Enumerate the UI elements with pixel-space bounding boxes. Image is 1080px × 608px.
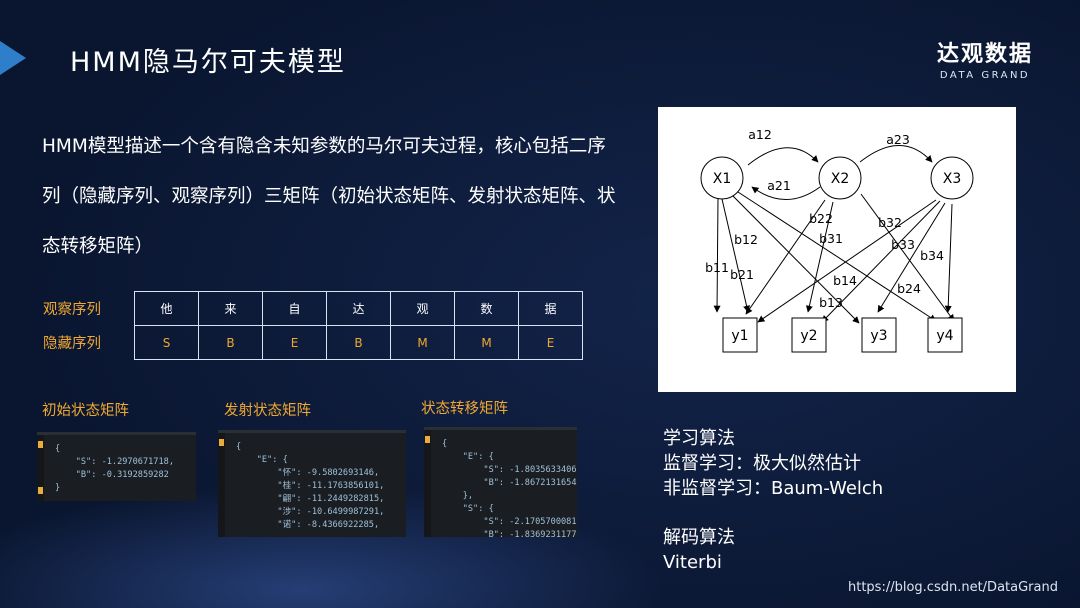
hidden-cell: E: [518, 325, 583, 360]
code-line: {: [442, 439, 448, 449]
code-line: "怀": -9.5802693146,: [236, 468, 380, 478]
observed-cell: 他: [134, 291, 199, 326]
code-line: "B": -0.3192859282: [55, 470, 169, 480]
state-label: X2: [831, 171, 850, 187]
observed-cell: 据: [518, 291, 583, 326]
initial-matrix-label: 初始状态矩阵: [42, 403, 129, 419]
code-line: "桂": -11.1763856101,: [236, 481, 385, 491]
watermark: https://blog.csdn.net/DataGrand: [848, 580, 1058, 595]
observation-node: [861, 317, 897, 353]
algorithm-notes: 学习算法 监督学习：极大似然估计 非监督学习：Baum-Welch 解码算法 V…: [663, 426, 883, 575]
observed-cell: 自: [262, 291, 327, 326]
unsupervised-method: 非监督学习：Baum-Welch: [663, 478, 884, 499]
edge-label: b21: [730, 267, 754, 282]
hidden-cell: B: [326, 325, 391, 360]
edge-label: b31: [819, 231, 843, 246]
fold-marker-icon: [38, 441, 43, 448]
hidden-cell: E: [262, 325, 327, 360]
observation-label: y2: [800, 328, 817, 344]
code-line: {: [55, 444, 61, 454]
observed-row: 观察序列 他 来 自 达 观 数 据: [42, 291, 583, 326]
observation-label: y4: [936, 328, 953, 344]
edge-label: b32: [878, 215, 902, 230]
observed-label: 观察序列: [43, 302, 101, 318]
hidden-state-node: [700, 156, 744, 200]
logo-text: 达观数据: [937, 42, 1034, 67]
edge-label: a21: [767, 178, 791, 193]
learning-heading: 学习算法: [663, 428, 735, 449]
supervised-method: 监督学习：极大似然估计: [663, 453, 861, 474]
observed-cell: 数: [454, 291, 519, 326]
state-label: X3: [943, 171, 962, 187]
observed-cell: 达: [326, 291, 391, 326]
logo: 达观数据 DATA GRAND: [937, 36, 1033, 81]
edge-label: b24: [897, 281, 921, 296]
edge-label: b13: [819, 295, 843, 310]
code-line: "S": -2.1705700081,: [442, 517, 577, 527]
emission-matrix-label: 发射状态矩阵: [224, 403, 311, 419]
code-line: {: [236, 442, 242, 452]
hidden-label: 隐藏序列: [43, 336, 101, 352]
slide-title: HMM隐马尔可夫模型: [70, 47, 346, 78]
model-description: HMM模型描述一个含有隐含未知参数的马尔可夫过程，核心包括二序列（隐藏序列、观察…: [42, 136, 616, 257]
code-line: "S": -1.2970671718,: [55, 457, 174, 467]
code-line: "S": -1.8035633406,: [442, 465, 577, 475]
title-arrow-icon: [0, 41, 26, 75]
code-lines: { "E": { "S": -1.8035633406, "B": -1.867…: [442, 438, 577, 537]
hidden-row: 隐藏序列 S B E B M M E: [42, 325, 583, 360]
edge-label: b14: [833, 273, 857, 288]
edge-label: b22: [809, 211, 833, 226]
edge-label: b11: [705, 260, 729, 275]
edge-label: a23: [886, 132, 910, 147]
decoding-method: Viterbi: [663, 552, 722, 573]
decoding-heading: 解码算法: [663, 527, 735, 548]
hidden-cell: M: [454, 325, 519, 360]
edge-label: a12: [748, 127, 772, 142]
state-label: X1: [713, 171, 732, 187]
fold-marker-icon: [38, 487, 43, 494]
code-lines: { "E": { "怀": -9.5802693146, "桂": -11.17…: [236, 441, 384, 532]
code-lines: { "S": -1.2970671718, "B": -0.3192859282…: [55, 443, 174, 495]
edge-label: b12: [734, 232, 758, 247]
code-line: }: [55, 483, 61, 493]
observation-node: [722, 317, 758, 353]
code-line: "E": {: [236, 455, 288, 465]
hidden-cell: B: [198, 325, 263, 360]
fold-marker-icon: [219, 439, 224, 446]
hidden-state-node: [818, 156, 862, 200]
code-line: },: [442, 491, 474, 501]
observation-node: [791, 317, 827, 353]
fold-marker-icon: [425, 436, 430, 443]
code-line: "B": -1.8672131654: [442, 478, 577, 488]
observation-label: y3: [870, 328, 887, 344]
sequence-table: 观察序列 他 来 自 达 观 数 据 隐藏序列 S B E B M M E: [42, 291, 583, 360]
emission-matrix-code: { "E": { "怀": -9.5802693146, "桂": -11.17…: [218, 430, 406, 537]
observation-label: y1: [731, 328, 748, 344]
logo-subtext: DATA GRAND: [939, 70, 1031, 81]
observation-node: [927, 317, 963, 353]
diagram-edges: [713, 145, 955, 324]
code-line: "诺": -8.4366922285,: [236, 520, 380, 530]
observed-cell: 来: [198, 291, 263, 326]
code-line: "涉": -10.6499987291,: [236, 507, 385, 517]
hmm-diagram: X1 X2 X3 y1 y2 y3 y4 a12 a21 a23 b11 b12…: [658, 107, 1016, 392]
code-line: "E": {: [442, 452, 494, 462]
code-line: "翩": -11.2449282815,: [236, 494, 385, 504]
transition-matrix-code: { "E": { "S": -1.8035633406, "B": -1.867…: [424, 427, 577, 537]
observed-cell: 观: [390, 291, 455, 326]
hidden-cell: M: [390, 325, 455, 360]
initial-matrix-code: { "S": -1.2970671718, "B": -0.3192859282…: [37, 432, 196, 501]
hidden-cell: S: [134, 325, 199, 360]
code-line: "S": {: [442, 504, 494, 514]
edge-label: b34: [920, 248, 944, 263]
hmm-diagram-svg: X1 X2 X3 y1 y2 y3 y4 a12 a21 a23 b11 b12…: [700, 127, 974, 353]
hidden-state-node: [930, 156, 974, 200]
edge-label: b33: [891, 237, 915, 252]
transition-matrix-label: 状态转移矩阵: [421, 401, 508, 417]
code-line: "B": -1.8369231177: [442, 530, 577, 537]
